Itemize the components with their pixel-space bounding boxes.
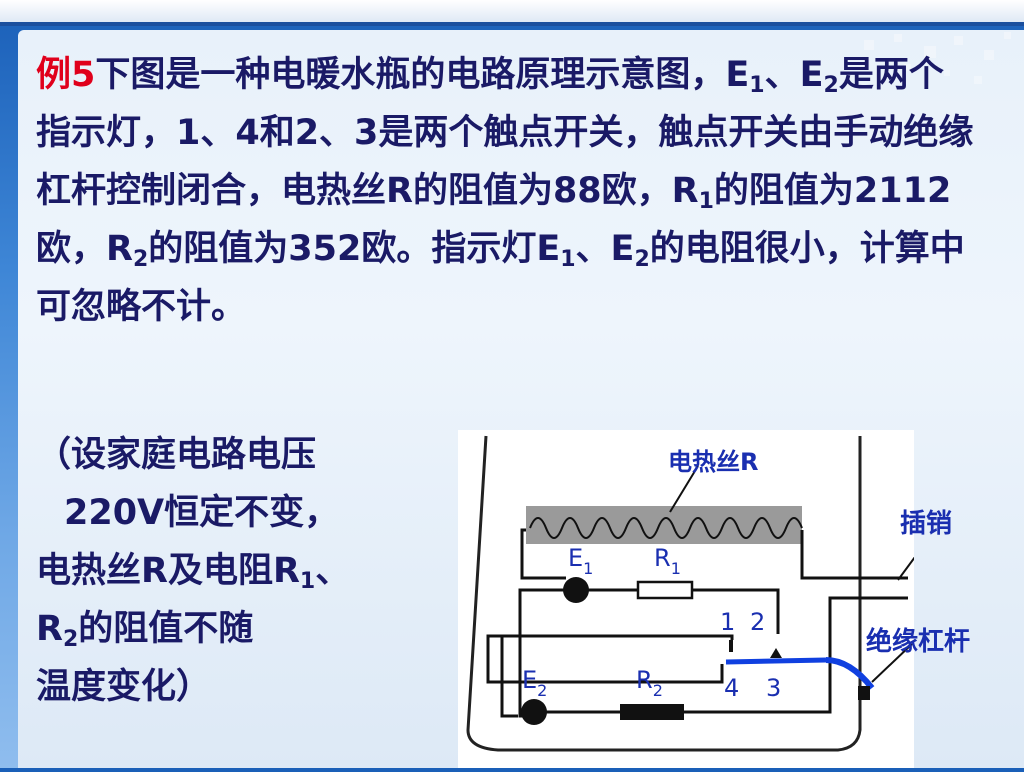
bottle-outline	[466, 435, 862, 752]
contact-4-label: 4	[724, 674, 739, 702]
switch-bar	[725, 657, 827, 665]
lamp-e1	[563, 577, 589, 603]
side-note: （设家庭电路电压 220V恒定不变， 电热丝R及电阻R1、 R2的阻值不随 温度…	[36, 426, 456, 716]
note-line: （设家庭电路电压	[36, 435, 317, 475]
subscript: 1	[299, 569, 316, 594]
top-band-line	[0, 22, 1024, 26]
subscript: 1	[749, 73, 765, 98]
separator: 、E	[764, 55, 824, 95]
note-line: 220V恒定不变，	[64, 493, 340, 533]
contact-1-point	[729, 640, 733, 652]
heater-label: 电热丝R	[668, 448, 758, 476]
problem-text-segment: 的阻值为352欧。指示灯E	[148, 229, 561, 269]
problem-intro: 下图是一种电暖水瓶的电路原理示意图，E	[95, 55, 750, 95]
problem-text-segment: 的阻值为2112欧，R	[36, 171, 952, 269]
plug-label: 插销	[900, 509, 952, 539]
e1-label: E1	[568, 544, 593, 578]
example-tag: 例5	[36, 55, 96, 95]
resistor-r1	[636, 580, 694, 600]
r2-label: R2	[636, 666, 663, 700]
heater-coil	[529, 517, 803, 539]
r1-label: R1	[654, 544, 681, 578]
subscript: 2	[634, 247, 650, 272]
note-segment: 的阻值不随	[78, 609, 254, 649]
separator: 、E	[575, 229, 635, 269]
resistor-r2	[620, 704, 684, 720]
insulated-lever	[825, 657, 875, 690]
note-segment: 电热丝R及电阻R	[36, 551, 300, 591]
problem-text: 例5下图是一种电暖水瓶的电路原理示意图，E1、E2是两个指示灯，1、4和2、3是…	[36, 46, 976, 336]
note-line: 温度变化）	[36, 667, 212, 707]
subscript: 1	[560, 247, 576, 272]
lever-pointer	[871, 643, 913, 683]
heater-pointer	[669, 465, 699, 513]
note-line: 电热丝R及电阻R1、	[36, 542, 456, 600]
note-segment: R	[36, 609, 63, 649]
lever-label: 绝缘杠杆	[866, 626, 970, 657]
note-line: R2的阻值不随	[36, 600, 456, 658]
lamp-e2	[521, 699, 547, 725]
contact-1-label: 1	[720, 608, 735, 636]
contact-2-label: 2	[750, 608, 765, 636]
lever-pivot	[858, 686, 870, 700]
circuit-svg: 电热丝R E1 R1 E2 R2 1 2 4 3	[466, 435, 927, 752]
circuit-diagram: 电热丝R E1 R1 E2 R2 1 2 4 3	[458, 430, 927, 768]
subscript: 2	[62, 627, 79, 652]
note-segment: 、	[315, 551, 351, 591]
contact-3-label: 3	[766, 674, 781, 702]
contact-2-point	[770, 648, 782, 658]
problem-text-segment: 是两个指示灯，1、4和2、3是两个触点开关，触点开关由手动绝缘杠杆控制闭合，电热…	[36, 55, 974, 211]
subscript: 1	[698, 189, 714, 214]
decorative-squares	[864, 32, 1011, 84]
subscript: 2	[823, 73, 839, 98]
top-band	[0, 0, 1024, 22]
subscript: 2	[132, 247, 149, 272]
problem-text-segment: 的电阻很小，计算中可忽略不计。	[36, 229, 965, 327]
e2-label: E2	[522, 666, 547, 700]
